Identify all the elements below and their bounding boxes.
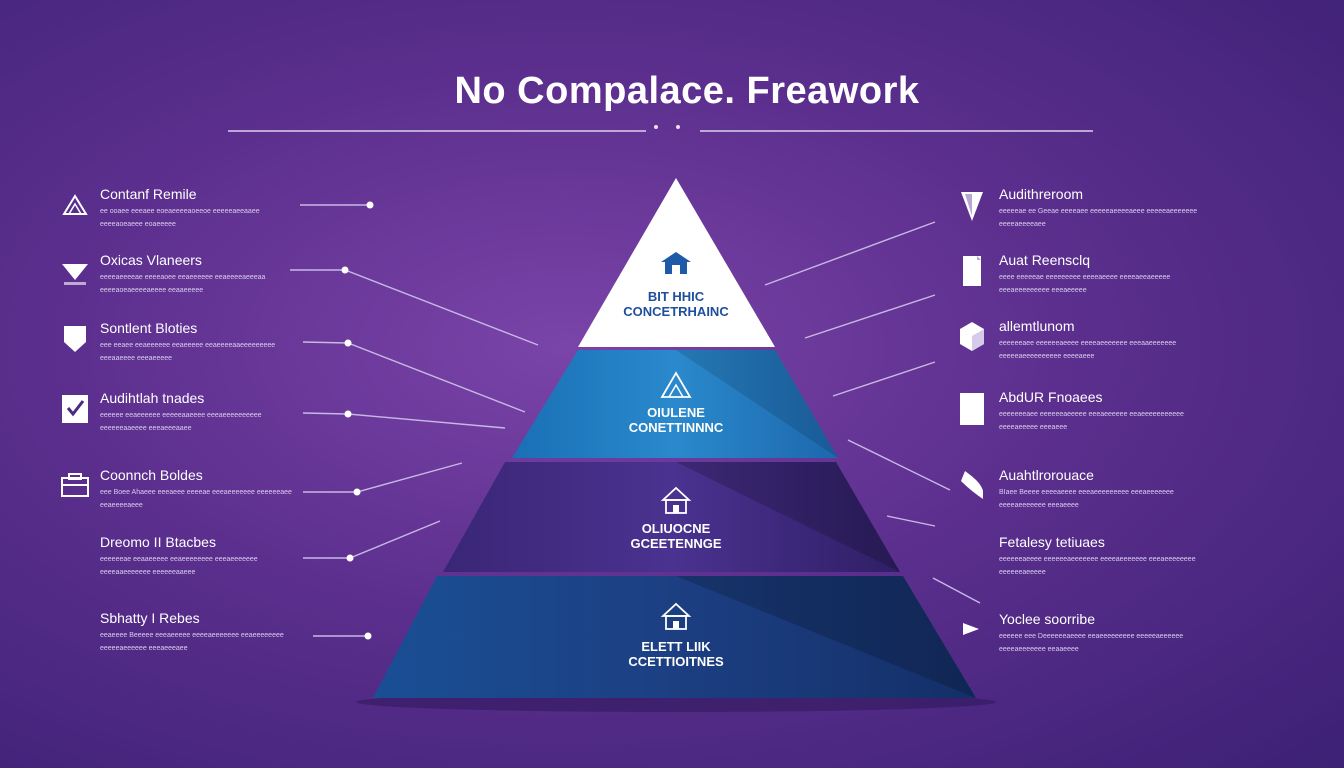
- right-item-7-title: Yoclee soorribe: [999, 611, 1095, 627]
- right-item-1: Audithreroom eeeeeae ee Geeae eeeeaee eee…: [957, 186, 1197, 246]
- left-item-3-title: Sontlent Bloties: [100, 320, 198, 336]
- right-item-5-description: BIaee Beeee eeeeaeeee eeeaeeeeeeeee eeea…: [999, 489, 1174, 509]
- pyramid-facet: [676, 350, 838, 458]
- connector-dot: [366, 201, 374, 209]
- right-item-4-description: eeeeeeeaee eeeeeeaeeeee eeeaeeeeee eeaee…: [999, 411, 1184, 431]
- pyramid-tier-3: [443, 462, 900, 572]
- left-item-7-description: eeaeeee Beeeee eeeaeeeee eeeeaeeeeeee ee…: [100, 632, 284, 652]
- left-connector-4: [302, 412, 506, 429]
- left-item-4-title: Audihtlah tnades: [100, 390, 205, 406]
- left-item-7: Sbhatty I Rebes eeaeeee Beeeee eeeaeeeee …: [60, 610, 284, 670]
- page-title: No Compalace. Freawork: [454, 70, 920, 112]
- right-item-6-title: Fetalesy tetiuaes: [999, 534, 1105, 550]
- left-connector-6: [303, 520, 441, 559]
- right-item-6: Fetalesy tetiuaes eeeeeeaeeee eeeeeeaeeee…: [957, 534, 1196, 594]
- left-item-4: Audihtlah tnades eeeeee eeaeeeeee eeeeeaa…: [60, 390, 280, 450]
- left-item-6-icon: [60, 536, 90, 570]
- right-item-6-description: eeeeeeaeeee eeeeeeaeeeeeee eeeeaeeeeeee …: [999, 556, 1196, 576]
- right-connector-1: [764, 221, 936, 286]
- left-item-3: Sontlent Bloties eee eeaee eeaeeeeee eeae…: [60, 320, 280, 380]
- left-item-7-title: Sbhatty I Rebes: [100, 610, 200, 626]
- right-connector-6: [932, 577, 981, 604]
- cone-icon: [957, 188, 987, 222]
- left-item-6: Dreomo II Btacbes eeeeeeae eeaaeeeee eeae…: [60, 534, 280, 594]
- left-item-6-description: eeeeeeae eeaaeeeee eeaeeeeeeee eeeaeeeee…: [100, 556, 258, 576]
- left-item-5-title: Coonnch Boldes: [100, 467, 203, 483]
- pyramid-tier-2: [512, 350, 838, 458]
- play-icon: [957, 613, 987, 647]
- pyramid-tier-1-label: BIT HHIC CONCETRHAINC: [623, 289, 729, 319]
- pyramid-tier-2-label: OIULENE CONETTINNNC: [628, 405, 724, 435]
- document-icon: [957, 254, 987, 288]
- pyramid-tier-3-label: OLIUOCNE GCEETENNGE: [630, 521, 722, 551]
- right-item-7-description: eeeeee eee Deeeeeeaeeee eeaeeeeeeeee eee…: [999, 633, 1184, 653]
- triangle-outline-icon: [60, 188, 90, 222]
- left-item-7-icon: [60, 612, 90, 646]
- clipboard-icon: [957, 391, 987, 425]
- right-item-1-description: eeeeeae ee Geeae eeeeaee eeeeeaeeeeaeee …: [999, 208, 1198, 228]
- right-item-2-description: eeee eeeeeae eeeeeeeee eeeeaeeee eeeeaee…: [999, 274, 1171, 294]
- home-icon: [660, 602, 692, 630]
- left-item-1-description: ee ooaee eeeaee eoeaeeeeaoeeoe eeeeeaeea…: [100, 208, 260, 228]
- connector-dot: [364, 632, 372, 640]
- right-connector-2: [804, 294, 936, 339]
- right-connector-4: [847, 439, 951, 491]
- shield-icon: [60, 322, 90, 356]
- connector-dot: [341, 266, 349, 274]
- pyramid-tier-4: [373, 576, 976, 698]
- left-connector-5: [303, 462, 463, 493]
- pyramid-tier-4-label: ELETT LIIK CCETTIOITNES: [628, 639, 724, 669]
- right-item-2-title: Auat Reensclq: [999, 252, 1091, 268]
- title-dot: [654, 125, 658, 129]
- right-item-1-title: Audithreroom: [999, 186, 1084, 202]
- left-item-1: Contanf Remile ee ooaee eeeaee eoeaeeeeao…: [60, 186, 280, 246]
- right-item-6-icon: [957, 536, 987, 570]
- left-item-5: Coonnch Boldes eee Boee Ahaeee eeeaeee ee…: [60, 467, 292, 527]
- left-item-2-description: eeeeaeeeeae eeeeaoee eeaeeeeee eeaeeeeae…: [100, 274, 266, 294]
- building-icon: [661, 252, 691, 274]
- checkbox-icon: [60, 392, 90, 426]
- briefcase-icon: [60, 469, 90, 503]
- right-item-4: AbdUR Fnoaees eeeeeeeaee eeeeeeaeeeee eee…: [957, 389, 1184, 449]
- left-item-4-description: eeeeee eeaeeeeee eeeeeaaeeee eeeaeeeeeee…: [100, 412, 262, 432]
- left-item-3-description: eee eeaee eeaeeeeee eeaeeeee eeaeeeeaaee…: [100, 342, 276, 362]
- left-connector-2: [290, 269, 539, 346]
- title-rule-left: [228, 130, 646, 132]
- connector-dot: [346, 554, 354, 562]
- house-icon: [660, 486, 692, 514]
- pyramid-facet: [676, 576, 976, 698]
- funnel-icon: [60, 254, 90, 288]
- right-connector-5: [886, 515, 936, 527]
- right-item-4-title: AbdUR Fnoaees: [999, 389, 1103, 405]
- right-item-2: Auat Reensclq eeee eeeeeae eeeeeeeee eeee…: [957, 252, 1177, 312]
- right-item-5-title: Auahtlrorouace: [999, 467, 1094, 483]
- connector-dot: [344, 410, 352, 418]
- left-item-2: Oxicas Vlaneers eeeeaeeeeae eeeeaoee eeae…: [60, 252, 280, 312]
- cube-icon: [957, 320, 987, 354]
- right-item-3-description: eeeeeeaee eeeeeeaeeee eeeeaeeeeeee eeeaa…: [999, 340, 1177, 360]
- connector-dot: [344, 339, 352, 347]
- right-item-3: allemtlunom eeeeeeaee eeeeeeaeeee eeeeaee…: [957, 318, 1177, 378]
- triangle-icon: [660, 371, 692, 398]
- left-item-1-title: Contanf Remile: [100, 186, 197, 202]
- title-dot: [676, 125, 680, 129]
- left-item-6-title: Dreomo II Btacbes: [100, 534, 216, 550]
- left-item-5-description: eee Boee Ahaeee eeeaeee eeeeae eeeaeeeee…: [100, 489, 292, 509]
- title-rule-right: [700, 130, 1093, 132]
- right-item-7: Yoclee soorribe eeeeee eee Deeeeeeaeeee e…: [957, 611, 1183, 671]
- pyramid-facet: [676, 462, 900, 572]
- left-item-2-title: Oxicas Vlaneers: [100, 252, 202, 268]
- flag-icon: [957, 469, 987, 503]
- connector-dot: [353, 488, 361, 496]
- left-connector-3: [302, 341, 526, 413]
- right-connector-3: [832, 361, 936, 397]
- right-item-3-title: allemtlunom: [999, 318, 1075, 334]
